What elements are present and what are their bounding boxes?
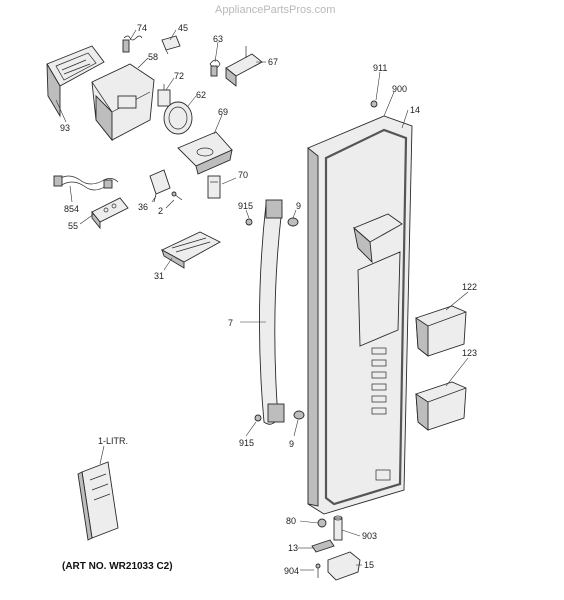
callout-93: 93: [60, 123, 70, 133]
part-854-wire-harness[interactable]: [53, 175, 119, 191]
callout-67: 67: [268, 57, 278, 67]
part-63-clip[interactable]: [209, 59, 221, 77]
part-13-hinge-plate[interactable]: [311, 539, 335, 553]
callout-9-bottom: 9: [289, 439, 294, 449]
part-74-spring[interactable]: [122, 35, 143, 53]
callout-63: 63: [213, 34, 223, 44]
callout-900: 900: [392, 84, 407, 94]
part-72-switch[interactable]: [157, 84, 171, 107]
callout-2: 2: [158, 206, 163, 216]
callout-15: 15: [364, 560, 374, 570]
callout-62: 62: [196, 90, 206, 100]
dispenser-control-panel[interactable]: [46, 45, 105, 118]
part-80-bushing[interactable]: [317, 518, 327, 528]
part-122-door-bin[interactable]: [415, 305, 467, 357]
art-number: (ART NO. WR21033 C2): [62, 561, 173, 572]
part-904-screw[interactable]: [315, 563, 321, 578]
callout-58: 58: [148, 52, 158, 62]
callout-123: 123: [462, 348, 477, 358]
part-55-board[interactable]: [91, 197, 129, 230]
part-36-actuator[interactable]: [149, 169, 171, 203]
callout-31: 31: [154, 271, 164, 281]
part-15-hinge-cover[interactable]: [327, 551, 361, 581]
dispenser-housing[interactable]: [91, 63, 155, 142]
callout-labels: 74 45 58 63 67 72 62 93 69 911 900 14 70…: [60, 23, 477, 576]
literature-booklet[interactable]: [77, 461, 119, 541]
part-911-screw[interactable]: [370, 100, 378, 108]
callout-915-top: 915: [238, 201, 253, 211]
callout-915-bottom: 915: [239, 438, 254, 448]
leader-lines: [55, 29, 469, 571]
callout-55: 55: [68, 221, 78, 231]
part-31-drip-tray[interactable]: [161, 231, 221, 269]
part-67-bracket[interactable]: [225, 46, 263, 87]
callout-36: 36: [138, 202, 148, 212]
part-915-screw-bottom[interactable]: [254, 414, 262, 422]
callout-122: 122: [462, 282, 477, 292]
callout-9-top: 9: [296, 201, 301, 211]
callout-854: 854: [64, 204, 79, 214]
door-dispenser-recess[interactable]: [353, 213, 403, 347]
callout-14: 14: [410, 105, 420, 115]
callout-72: 72: [174, 71, 184, 81]
callout-13: 13: [288, 543, 298, 553]
callout-69: 69: [218, 107, 228, 117]
callout-7: 7: [228, 318, 233, 328]
callout-904: 904: [284, 566, 299, 576]
part-915-screw-top[interactable]: [245, 218, 253, 226]
callout-80: 80: [286, 516, 296, 526]
callout-74: 74: [137, 23, 147, 33]
part-9-endcap-bottom[interactable]: [293, 410, 305, 420]
callout-45: 45: [178, 23, 188, 33]
door-liner-slots: [371, 347, 391, 481]
callout-903: 903: [362, 531, 377, 541]
part-14-door-gasket[interactable]: [324, 128, 408, 506]
part-903-hinge-pin[interactable]: [333, 515, 343, 541]
part-62-ring[interactable]: [163, 101, 193, 135]
callout-911: 911: [373, 63, 387, 73]
part-69-chute[interactable]: [177, 131, 233, 175]
part-9-endcap-top[interactable]: [287, 217, 299, 227]
callout-70: 70: [238, 170, 248, 180]
part-2-screw[interactable]: [171, 191, 183, 201]
watermark: AppliancePartsPros.com: [215, 4, 336, 16]
part-123-door-bin[interactable]: [415, 381, 467, 431]
callout-1-litr: 1-LITR.: [98, 436, 128, 446]
part-7-door-handle[interactable]: [259, 199, 285, 425]
part-70-module[interactable]: [207, 175, 221, 199]
